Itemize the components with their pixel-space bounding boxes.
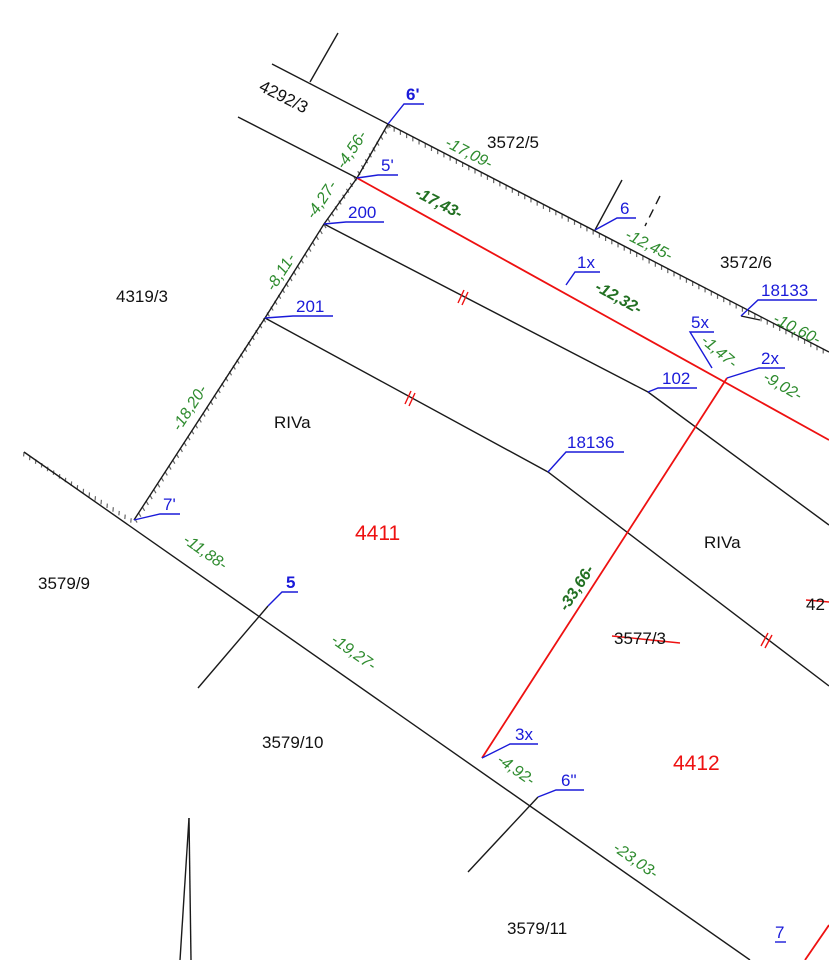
point-label: 6'	[406, 85, 420, 104]
new-boundary-7	[804, 924, 829, 960]
boundary-top-road-lower	[237, 116, 358, 179]
point-label: 18136	[567, 433, 614, 452]
new-parcel-label: 4411	[355, 522, 400, 545]
point-label: 5	[286, 573, 295, 592]
new-boundary-5prime-2x	[356, 177, 829, 441]
parcel-label: 3577/3	[614, 629, 666, 648]
new-parcel-label: 4412	[673, 752, 720, 775]
new-boundary-2x-3x	[481, 377, 728, 759]
leader-201	[264, 315, 333, 319]
dimension-label: -17,43-	[412, 184, 465, 222]
point-label: 7'	[163, 495, 176, 514]
leader-18133	[740, 299, 817, 317]
dimension-label: -4,92-	[494, 751, 538, 789]
point-leaders	[133, 103, 817, 943]
boundary-tick-5	[197, 605, 269, 689]
north-arrow-side	[179, 817, 190, 960]
new-boundary-lines	[356, 177, 829, 960]
point-label: 201	[296, 297, 324, 316]
land-class-label: RIVa	[274, 413, 311, 432]
land-class-labels: RIVa RIVa	[274, 413, 741, 552]
leader-200	[323, 221, 384, 225]
parallel-marks	[404, 289, 773, 649]
point-label: 3x	[515, 725, 533, 744]
parcel-label: 3579/11	[507, 919, 567, 938]
point-labels: 6' 5' 200 201 6 1x 18133 5x 2x 102 18136…	[163, 85, 808, 942]
dimension-label: -4,27-	[303, 178, 340, 222]
strike-42	[805, 599, 829, 603]
parallel-mark	[408, 392, 416, 407]
point-label: 1x	[577, 253, 595, 272]
dimension-label: -11,88-	[180, 531, 230, 573]
parallel-mark	[760, 632, 769, 647]
parallel-mark	[404, 390, 412, 405]
leader-18136	[547, 451, 624, 473]
parallel-mark	[764, 634, 773, 649]
boundary-tick-6-dprime	[467, 796, 539, 873]
strike-3577-3	[611, 635, 681, 644]
point-label: 6"	[561, 771, 577, 790]
dimension-label: -1,47-	[697, 332, 740, 372]
boundary-lines	[23, 32, 829, 960]
north-arrow	[188, 817, 192, 960]
boundary-top-road-upper	[271, 63, 829, 353]
leader-2x	[726, 367, 785, 379]
point-label: 7	[775, 923, 784, 942]
parallel-mark	[461, 291, 469, 306]
parcel-label: 3579/9	[38, 574, 90, 593]
leader-3x	[481, 743, 538, 759]
leader-6-prime	[387, 103, 424, 125]
point-label: 5'	[381, 156, 394, 175]
dimension-label: -19,27-	[328, 631, 379, 674]
land-class-label: RIVa	[704, 533, 741, 552]
parcel-label: 3572/6	[720, 253, 772, 272]
dimension-label: -9,02-	[760, 369, 805, 405]
leader-7-prime	[133, 513, 180, 521]
point-label: 200	[348, 203, 376, 222]
point-label: 102	[662, 369, 690, 388]
leader-1x	[565, 271, 600, 286]
point-label: 5x	[691, 313, 709, 332]
boundary-tick-6-dash	[644, 195, 661, 227]
leader-102	[647, 387, 697, 393]
parcel-label: 4292/3	[256, 77, 311, 118]
dimension-label: -4,56-	[333, 128, 370, 172]
boundary-tick-18133	[740, 315, 761, 321]
leader-6-dprime	[537, 789, 584, 798]
boundary-south-road	[23, 451, 751, 960]
dimension-label: -23,03-	[610, 839, 661, 882]
dimension-label: -18,20-	[169, 382, 211, 434]
leader-5	[267, 591, 298, 607]
point-label: 18133	[761, 281, 808, 300]
leader-5-prime	[356, 174, 398, 179]
parcel-label: 3572/5	[487, 133, 539, 152]
parallel-mark	[457, 289, 465, 304]
parcel-label: 3579/10	[262, 733, 323, 752]
point-label: 6	[620, 199, 629, 218]
parcel-label: 4319/3	[116, 287, 168, 306]
dimension-label: -10,60-	[770, 310, 823, 348]
leader-6	[594, 217, 636, 231]
dimension-labels: -4,56- -17,09- -4,27- -17,43- -12,45- -1…	[169, 128, 823, 882]
leader-5x	[688, 331, 714, 369]
point-label: 2x	[761, 349, 779, 368]
boundary-tick-4292	[309, 32, 339, 83]
parcel-label: 42	[806, 595, 825, 614]
boundary-tick-6	[594, 179, 623, 231]
